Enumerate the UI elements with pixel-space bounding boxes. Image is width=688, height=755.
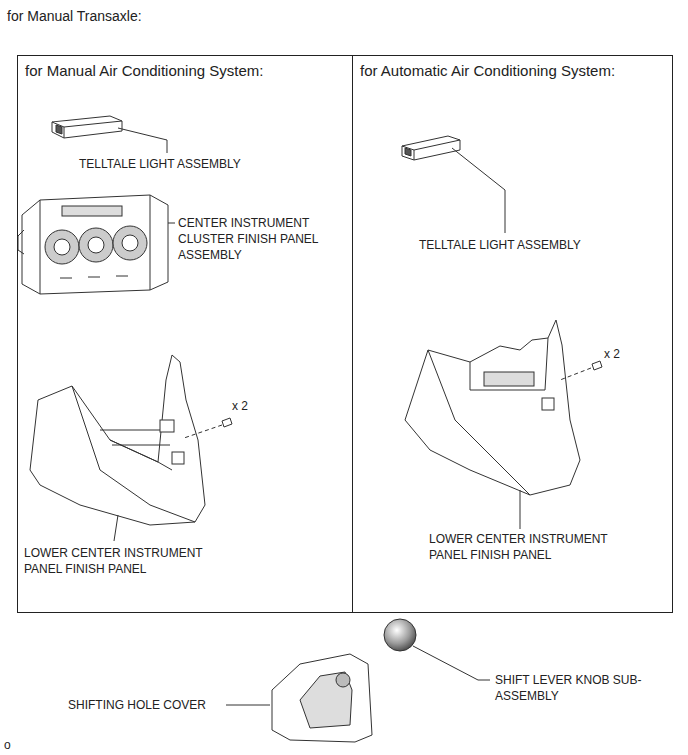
- telltale-end: [405, 148, 411, 156]
- telltale-body: [52, 116, 122, 138]
- panel-body: [22, 195, 168, 294]
- part-label: SHIFTING HOLE COVER: [68, 697, 206, 713]
- knob-center: [122, 235, 138, 251]
- panel-body: [405, 320, 580, 495]
- part-label: x 2: [604, 346, 620, 362]
- leader-line: [226, 705, 270, 706]
- cover-body: [272, 654, 372, 742]
- screw: [222, 418, 232, 427]
- panel-opening: [484, 372, 534, 386]
- knob: [113, 226, 147, 260]
- cover-boot: [300, 672, 352, 728]
- part-label: SHIFT LEVER KNOB SUB-ASSEMBLY: [495, 672, 645, 704]
- part-label: o: [4, 737, 11, 753]
- part-label: TELLTALE LIGHT ASSEMBLY: [79, 156, 241, 172]
- panel-body: [30, 355, 205, 525]
- panel-edge: [72, 386, 195, 522]
- right-lower-finish-panel: [405, 320, 580, 495]
- center-cluster-panel: [18, 195, 168, 294]
- screw-head: [222, 418, 232, 427]
- telltale-end: [56, 125, 62, 134]
- variant-panel: for Automatic Air Conditioning System:: [352, 55, 673, 613]
- panel-heading: for Manual Air Conditioning System:: [18, 56, 352, 85]
- panel-clip: [172, 452, 184, 464]
- panel-heading: for Automatic Air Conditioning System:: [353, 56, 672, 85]
- shift-knob: [384, 619, 416, 651]
- cover-hole: [336, 673, 350, 687]
- panel-vents: [60, 276, 128, 278]
- knob: [79, 228, 113, 262]
- panel-clip: [160, 420, 174, 432]
- panel-clip: [542, 398, 554, 410]
- part-label: x 2: [232, 398, 248, 414]
- dashed-line: [184, 425, 222, 438]
- left-telltale-light: [52, 116, 122, 138]
- leader-line: [452, 148, 505, 233]
- part-label: TELLTALE LIGHT ASSEMBLY: [419, 237, 581, 253]
- leader-line: [114, 515, 118, 541]
- panel-edge: [428, 338, 548, 495]
- leader-line: [413, 646, 490, 680]
- part-label: LOWER CENTER INSTRUMENT PANEL FINISH PAN…: [429, 531, 634, 563]
- left-lower-finish-panel: [30, 355, 205, 525]
- shifting-hole-cover: [272, 654, 372, 742]
- diagram-title: for Manual Transaxle:: [7, 8, 142, 24]
- part-label: LOWER CENTER INSTRUMENT PANEL FINISH PAN…: [24, 545, 229, 577]
- leader-line: [118, 128, 167, 153]
- knob: [45, 230, 79, 264]
- knob-center: [88, 237, 104, 253]
- part-label: CENTER INSTRUMENT CLUSTER FINISH PANEL A…: [178, 215, 346, 263]
- panel-slot: [62, 206, 122, 216]
- telltale-edge: [402, 140, 460, 160]
- telltale-edge: [52, 121, 122, 138]
- variant-panel: for Manual Air Conditioning System:: [17, 55, 353, 613]
- panel-clip: [18, 230, 24, 254]
- dashed-line: [560, 368, 591, 380]
- knob-center: [54, 239, 70, 255]
- leader-line: [520, 490, 521, 529]
- telltale-body: [402, 136, 460, 160]
- screw: [592, 361, 602, 370]
- panel-edge: [40, 195, 150, 294]
- leader-line: [168, 223, 175, 224]
- right-telltale-light: [402, 136, 460, 160]
